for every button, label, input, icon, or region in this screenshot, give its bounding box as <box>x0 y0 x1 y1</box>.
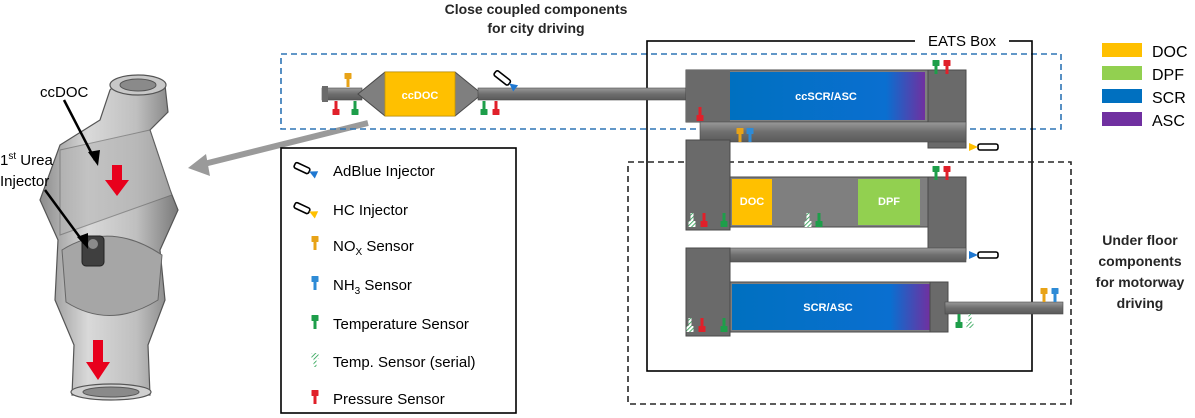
catalyst-illustration <box>39 74 179 401</box>
under-floor-line4: driving <box>1117 295 1164 311</box>
legend-hc-row: HC Injector <box>293 201 408 219</box>
legend-temp-serial-label: Temp. Sensor (serial) <box>333 354 476 371</box>
ccdoc-brick <box>384 71 456 117</box>
legend-temp-label: Temperature Sensor <box>333 316 469 333</box>
hc-injector-icon <box>969 143 999 151</box>
temp-sensor-serial-icon <box>966 314 974 328</box>
legend-doc-label: DOC <box>1152 44 1188 61</box>
dpf-brick-label: DPF <box>878 196 900 208</box>
legend-nh3-row: NH3 Sensor <box>311 276 412 297</box>
pipe-sensors <box>332 60 1059 332</box>
eats-middle-module: DOC DPF <box>685 139 967 263</box>
zoom-arrow <box>188 120 369 176</box>
injector-pointer-line <box>43 189 86 244</box>
legend-dpf-label: DPF <box>1152 67 1184 84</box>
urea-injector-label-line1: 1st Urea <box>0 151 53 169</box>
close-coupled-region <box>280 53 1062 130</box>
legend-hc-label: HC Injector <box>333 202 408 219</box>
eats-box-label: EATS Box <box>928 33 997 50</box>
legend-adblue-row: AdBlue Injector <box>293 161 435 180</box>
dpf-brick <box>858 179 920 225</box>
scr-asc-brick <box>732 284 930 330</box>
flow-arrow-icon <box>86 340 110 380</box>
color-legend: DOC DPF SCR ASC <box>1102 43 1188 130</box>
ccdoc-callout-label: ccDOC <box>40 84 89 101</box>
eats-upper-module: ccSCR/ASC <box>685 69 967 149</box>
legend-asc-label: ASC <box>1152 113 1185 130</box>
legend-temp-row: Temperature Sensor <box>311 315 469 333</box>
legend-scr-label: SCR <box>1152 90 1186 107</box>
legend-nh3-label: NH3 Sensor <box>333 277 412 297</box>
legend-dpf-swatch <box>1102 66 1142 80</box>
legend-asc-swatch <box>1102 112 1142 126</box>
ccdoc-brick-label: ccDOC <box>402 90 439 102</box>
temperature-sensor-icon <box>955 314 963 328</box>
nox-sensor-icon <box>1040 288 1048 302</box>
under-floor-line3: for motorway <box>1096 274 1185 290</box>
adblue-injector-icon <box>493 70 519 92</box>
legend-scr-swatch <box>1102 89 1142 103</box>
symbol-legend <box>280 147 517 414</box>
legend-doc-swatch <box>1102 43 1142 57</box>
legend-adblue-label: AdBlue Injector <box>333 163 435 180</box>
close-coupled-title-line2: for city driving <box>487 20 584 36</box>
urea-injector-label-line2: Injector <box>0 173 49 190</box>
pressure-sensor-icon <box>332 101 340 115</box>
under-floor-line2: components <box>1098 253 1181 269</box>
ccscr-asc-label: ccSCR/ASC <box>795 91 857 103</box>
close-coupled-title-line1: Close coupled components <box>445 1 628 17</box>
legend-nox-row: NOX Sensor <box>311 236 414 258</box>
temperature-sensor-icon <box>351 101 359 115</box>
hc-injector-icon <box>293 201 319 219</box>
doc-brick <box>732 179 772 225</box>
temperature-sensor-icon <box>480 101 488 115</box>
ccscr-asc-brick <box>730 72 925 120</box>
nox-sensor-icon <box>344 73 352 87</box>
legend-nox-label: NOX Sensor <box>333 238 414 258</box>
ccdoc-pointer-line <box>62 99 97 161</box>
adblue-injector-icon <box>293 161 319 179</box>
nh3-sensor-icon <box>1051 288 1059 302</box>
legend-temp-serial-row: Temp. Sensor (serial) <box>311 353 476 371</box>
eats-box <box>646 40 1033 372</box>
legend-pressure-label: Pressure Sensor <box>333 391 445 408</box>
under-floor-region <box>627 161 1072 405</box>
doc-brick-label: DOC <box>740 196 765 208</box>
scr-asc-label: SCR/ASC <box>803 302 853 314</box>
under-floor-line1: Under floor <box>1102 232 1178 248</box>
pressure-sensor-icon <box>492 101 500 115</box>
eats-lower-module: SCR/ASC <box>685 247 1064 337</box>
legend-pressure-row: Pressure Sensor <box>311 390 445 408</box>
flow-arrow-icon <box>105 165 129 196</box>
adblue-injector-icon <box>969 251 999 259</box>
close-coupled-line: ccDOC <box>321 71 689 117</box>
